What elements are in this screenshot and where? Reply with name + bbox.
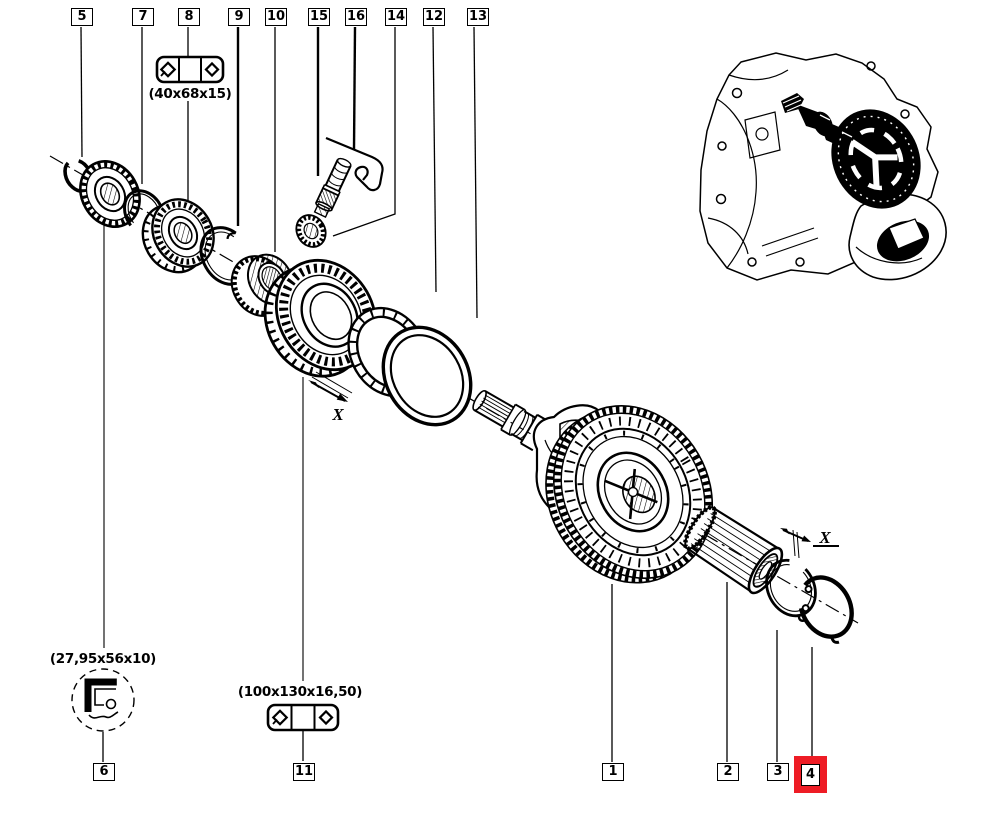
callout-box-8[interactable]: 8 — [178, 8, 200, 26]
callout-box-2[interactable]: 2 — [717, 763, 739, 781]
dimension-label-bearing-large: (100x130x16,50) — [238, 684, 362, 700]
callout-box-10[interactable]: 10 — [265, 8, 287, 26]
axis-centerline — [49, 155, 859, 624]
part-worm-shaft-15[interactable] — [312, 156, 353, 218]
callout-box-3[interactable]: 3 — [767, 763, 789, 781]
measure-x2 — [780, 528, 839, 559]
callout-box-4[interactable]: 4 — [801, 763, 820, 786]
callout-box-6[interactable]: 6 — [93, 763, 115, 781]
part-splined-sleeve-2[interactable] — [679, 502, 788, 598]
callout-box-1[interactable]: 1 — [602, 763, 624, 781]
part-taper-bearing-11[interactable] — [246, 242, 396, 394]
oil-seal-symbol — [71, 668, 135, 732]
part-ring-13[interactable] — [366, 311, 488, 440]
callout-box-14[interactable]: 14 — [385, 8, 407, 26]
part-circlip-4[interactable] — [790, 568, 864, 651]
bearing-symbol-large — [266, 703, 340, 732]
part-bearing-8[interactable] — [131, 188, 226, 283]
dimension-label-oil-seal: (27,95x56x10) — [50, 651, 156, 667]
bearing-symbol-small — [155, 55, 225, 84]
x-measure-label-1: X — [331, 405, 344, 424]
part-differential-assembly-1[interactable] — [468, 377, 743, 612]
highlight-frame: 4 — [794, 756, 827, 793]
x-measure-label-2: X — [818, 528, 831, 547]
callout-box-11[interactable]: 11 — [293, 763, 315, 781]
callout-box-13[interactable]: 13 — [467, 8, 489, 26]
callout-box-12[interactable]: 12 — [423, 8, 445, 26]
dimension-label-bearing-small: (40x68x15) — [148, 86, 231, 102]
part-wire-clip-16[interactable] — [325, 136, 384, 192]
callout-box-15[interactable]: 15 — [308, 8, 330, 26]
callout-box-16[interactable]: 16 — [345, 8, 367, 26]
callout-box-9[interactable]: 9 — [228, 8, 250, 26]
callout-box-7[interactable]: 7 — [132, 8, 154, 26]
gearbox-location-inset — [699, 52, 947, 281]
measure-x1 — [308, 371, 353, 402]
callout-box-5[interactable]: 5 — [71, 8, 93, 26]
part-pinion-14[interactable] — [291, 210, 332, 253]
